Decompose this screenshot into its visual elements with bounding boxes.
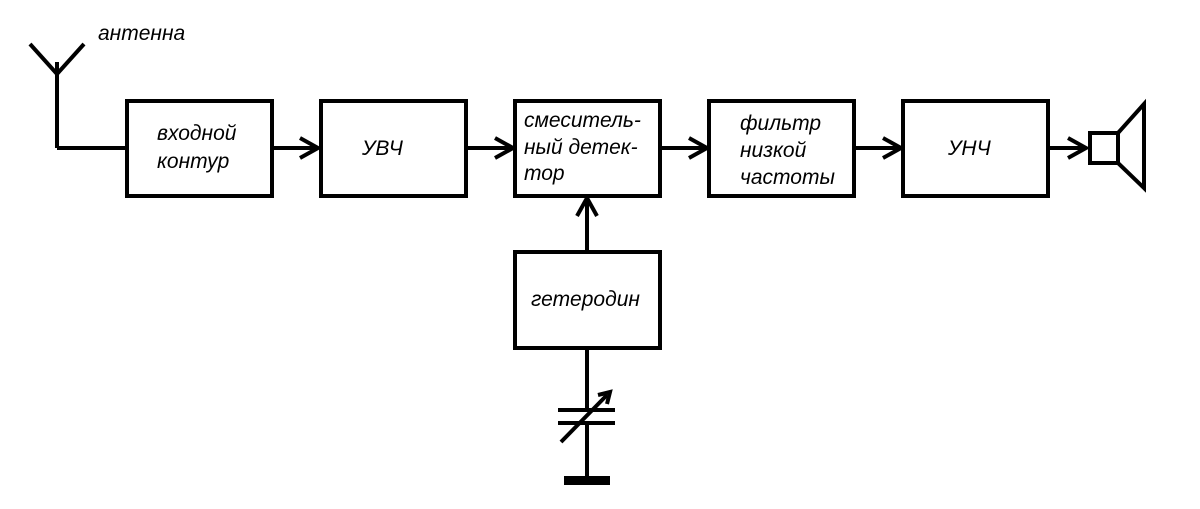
- block-label-line: входной: [157, 122, 237, 145]
- block-input-circuit: входной контур: [125, 99, 274, 198]
- block-label-line: гетеродин: [531, 288, 640, 311]
- block-label-line: тор: [524, 162, 565, 185]
- block-label-line: УВЧ: [361, 137, 404, 160]
- signal-arrow-mixer-to-filter: [660, 136, 712, 160]
- block-mixer-detector: смеситель- ный детек- тор: [513, 99, 662, 198]
- speaker-icon: [1088, 98, 1146, 193]
- block-lowpass-filter: фильтр низкой частоты: [707, 99, 856, 198]
- block-label-line: частоты: [740, 166, 835, 189]
- signal-arrow-filter-to-af: [854, 136, 906, 160]
- block-label-line: ный детек-: [524, 136, 638, 159]
- block-label-line: фильтр: [740, 112, 821, 135]
- signal-arrow-rf-to-mixer: [466, 136, 518, 160]
- antenna-icon: [28, 42, 128, 150]
- ground-icon: [564, 476, 610, 485]
- signal-arrow-input-to-rf: [272, 136, 323, 160]
- block-label-line: УНЧ: [947, 137, 992, 160]
- block-rf-amplifier: УВЧ: [319, 99, 468, 198]
- block-local-oscillator: гетеродин: [513, 250, 662, 350]
- block-af-amplifier: УНЧ: [901, 99, 1050, 198]
- signal-arrow-oscillator-to-mixer: [575, 193, 599, 252]
- antenna-label: антенна: [98, 22, 185, 45]
- signal-arrow-af-to-speaker: [1048, 136, 1091, 160]
- block-label-line: смеситель-: [524, 109, 641, 132]
- variable-capacitor-icon: [558, 348, 615, 476]
- block-label-line: низкой: [740, 139, 807, 162]
- block-label-line: контур: [157, 150, 229, 173]
